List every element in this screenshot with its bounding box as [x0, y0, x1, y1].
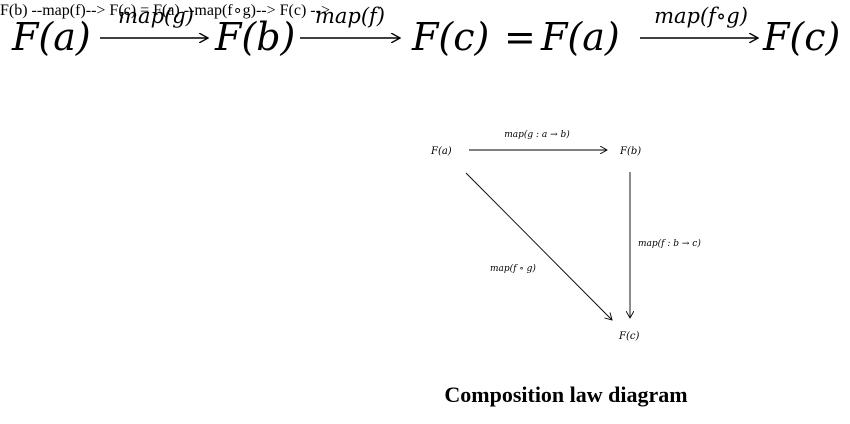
diagram-arrow-line: [465, 172, 612, 320]
equation-term-fc-2: F(c): [762, 15, 840, 59]
diagram-edge-b-to-c: map(f : b → c): [630, 172, 701, 318]
equation-term-fa: F(a): [11, 15, 91, 59]
figure-caption-text: Composition law diagram: [444, 382, 688, 407]
diagram-node-fb: F(b): [619, 146, 641, 157]
equation-arrow-label-map-f-compose-g: map(f∘g): [654, 4, 748, 28]
equation-arrow-map-f-compose-g: map(f∘g): [640, 4, 758, 38]
equation-term-fc: F(c): [411, 15, 489, 59]
equation-term-fb: F(b): [214, 15, 295, 59]
composition-equation: F(a) map(g) F(b) map(f) F(c) = F(a) map(…: [11, 4, 840, 59]
equation-arrow-map-f: map(f): [300, 4, 400, 38]
equation-arrow-map-g: map(g): [100, 4, 208, 38]
diagram-edge-label-map-g: map(g : a → b): [504, 129, 570, 140]
equation-arrow-label-map-g: map(g): [118, 4, 194, 28]
equation-arrow-label-map-f: map(f): [315, 4, 385, 28]
diagram-edge-a-to-c: map(f ∘ g): [465, 172, 612, 320]
diagram-edge-a-to-b: map(g : a → b): [469, 129, 607, 150]
diagram-node-fa: F(a): [430, 146, 452, 157]
equation-equals-sign: =: [504, 15, 536, 59]
diagram-edge-label-map-f: map(f : b → c): [638, 238, 701, 249]
diagram-edge-label-map-f-compose-g: map(f ∘ g): [490, 263, 536, 274]
figure-caption: Composition law diagram: [0, 382, 850, 408]
diagram-node-fc: F(c): [618, 331, 639, 342]
equation-term-fa-2: F(a): [540, 15, 620, 59]
